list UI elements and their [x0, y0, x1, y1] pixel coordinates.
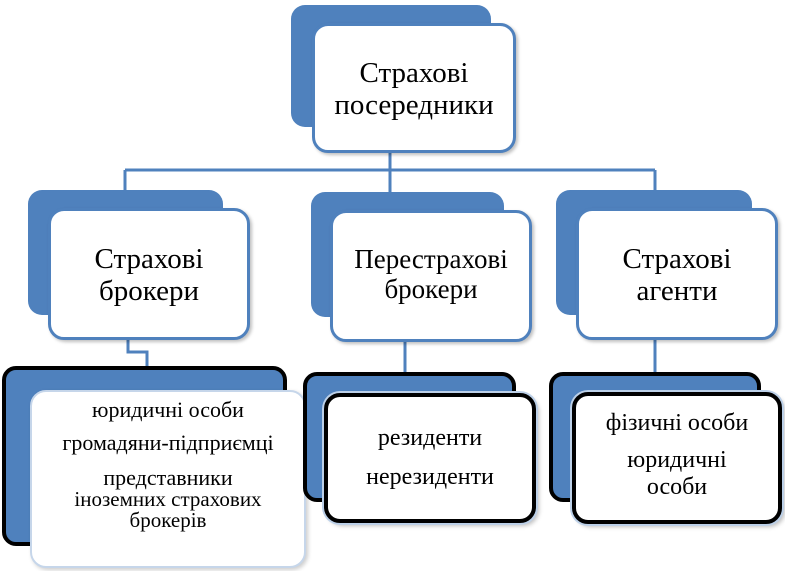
reinsurance-brokers-node-label: Перестрахові брокери — [330, 244, 532, 304]
reinsurance-brokers-node-line2: брокери — [384, 274, 478, 305]
agents-node-line2: агенти — [636, 275, 718, 308]
agents-details-box — [572, 392, 782, 524]
brokers-detail-item: брокерів — [129, 508, 207, 533]
brokers-node-label: Страхові брокери — [48, 243, 250, 308]
brokers-detail-item: громадяни-підприємці — [62, 429, 274, 455]
brokers-details-box — [30, 390, 306, 568]
brokers-detail-item: юридичні особи — [92, 397, 244, 422]
brokers-node-line2: брокери — [98, 275, 199, 308]
agents-detail-item: юридичні — [627, 446, 727, 473]
agents-node-line1: Страхові — [622, 243, 732, 275]
root-node-label: Страхові посередники — [312, 57, 516, 122]
reinsurance-brokers-node-line1: Перестрахові — [354, 244, 508, 274]
reinsurance-brokers-node — [330, 210, 532, 342]
brokers-details-text: юридичні особи громадяни-підприємці пред… — [30, 397, 306, 533]
reinsurance-details-text: резиденти нерезиденти — [324, 425, 536, 491]
agents-node-label: Страхові агенти — [576, 243, 778, 308]
agents-details-text: фізичні особи юридичні особи — [572, 410, 782, 501]
reinsurance-detail-item: резиденти — [377, 425, 483, 451]
agents-detail-item: особи — [646, 473, 708, 500]
brokers-detail-item: представники — [103, 465, 233, 491]
agents-node — [576, 208, 778, 340]
reinsurance-details-box — [324, 393, 536, 523]
root-node — [312, 23, 516, 153]
brokers-node-line1: Страхові — [94, 243, 204, 275]
connector-brokers-details — [126, 340, 149, 368]
brokers-detail-item: іноземних страхових — [74, 487, 262, 512]
root-node-line2: посередники — [334, 89, 494, 122]
reinsurance-detail-item: нерезиденти — [366, 463, 494, 490]
brokers-node — [48, 208, 250, 340]
agents-detail-item: фізичні особи — [605, 410, 749, 436]
root-node-line1: Страхові — [359, 57, 469, 89]
